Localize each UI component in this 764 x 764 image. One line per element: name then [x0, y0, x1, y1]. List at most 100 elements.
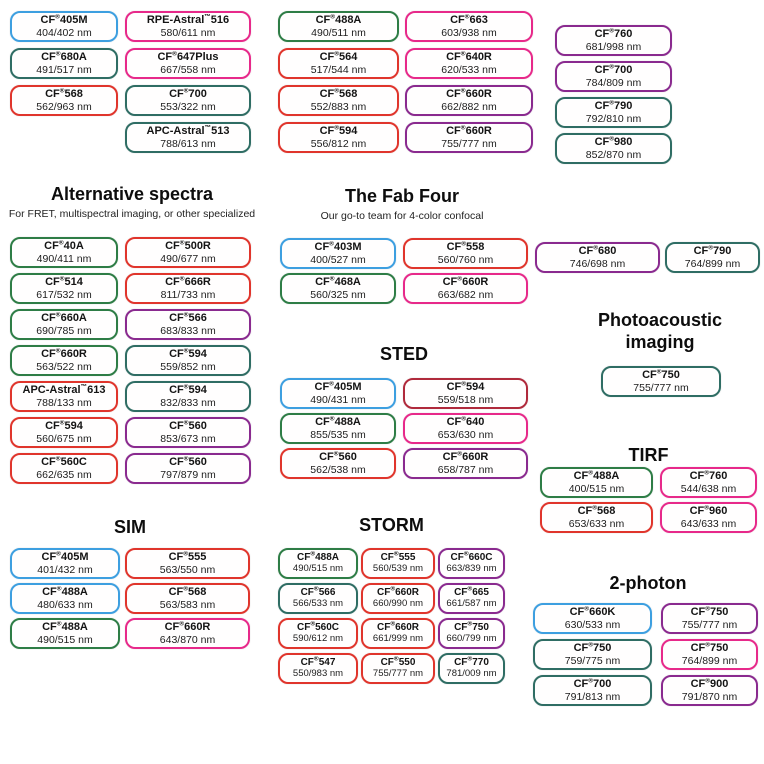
dye-name: CF®560C — [296, 620, 340, 634]
dye-name: CF®760 — [594, 27, 633, 41]
dye-ex-em-range: 811/733 nm — [160, 288, 216, 301]
dye-name: CF®660R — [41, 347, 87, 361]
dye-name: CF®660R — [442, 275, 489, 289]
dye-ex-em-range: 559/852 nm — [160, 360, 216, 373]
dye-ex-em-range: 658/787 nm — [437, 463, 494, 476]
dye-name: CF®560C — [41, 455, 87, 469]
dye-name: CF®660R — [164, 620, 211, 634]
dye-name: CF®488A — [42, 585, 88, 599]
dye-name: CF®488A — [42, 620, 88, 634]
dye-name: CF®760 — [689, 469, 728, 483]
section-title: Photoacoustic imaging — [597, 310, 722, 352]
dye-ex-em-range: 791/813 nm — [564, 690, 621, 703]
dye-name: APC-Astral™513 — [146, 124, 230, 138]
dye-ex-em-range: 690/785 nm — [36, 324, 92, 337]
dye-ex-em-range: 781/009 nm — [446, 667, 497, 679]
dye-name: CF®660R — [442, 450, 489, 464]
dye-ex-em-range: 400/515 nm — [568, 482, 625, 495]
dye-ex-em-range: 563/550 nm — [159, 563, 216, 576]
dye-name: CF®750 — [642, 368, 680, 382]
dye-ex-em-range: 400/527 nm — [310, 253, 366, 266]
dye-name: CF®555 — [380, 550, 416, 564]
dye-ex-em-range: 490/411 nm — [36, 252, 92, 265]
dye-ex-em-range: 681/998 nm — [585, 40, 642, 53]
dye-ex-em-range: 792/810 nm — [585, 112, 642, 125]
dye-name: RPE-Astral™516 — [146, 13, 230, 27]
dye-name: CF®566 — [300, 585, 336, 599]
two-photon-heading: 2-photon — [538, 573, 758, 595]
dye-ex-em-range: 603/938 nm — [441, 26, 497, 39]
dye-ex-em-range: 797/879 nm — [160, 468, 216, 481]
dye-ex-em-range: 490/511 nm — [311, 26, 366, 39]
dye-name: CF®700 — [169, 87, 207, 101]
dye-name: CF®488A — [315, 13, 362, 27]
dye-ex-em-range: 590/612 nm — [292, 632, 344, 644]
dye-ex-em-range: 683/833 nm — [160, 324, 216, 337]
dye-ex-em-range: 832/833 nm — [160, 396, 216, 409]
dye-name: CF®663 — [450, 13, 488, 27]
dye-ex-em-range: 560/539 nm — [372, 562, 424, 574]
section-title: 2-photon — [609, 573, 687, 593]
dye-name: CF®750 — [573, 641, 612, 655]
dye-ex-em-range: 566/533 nm — [292, 597, 344, 609]
dye-name: CF®500R — [165, 239, 211, 253]
dye-name: CF®468A — [315, 275, 361, 289]
dye-ex-em-range: 544/638 nm — [680, 482, 737, 495]
dye-name: CF®660R — [376, 585, 420, 599]
dye-ex-em-range: 661/587 nm — [446, 597, 497, 609]
dye-name: CF®555 — [168, 550, 207, 564]
dye-ex-em-range: 560/325 nm — [310, 288, 366, 301]
dye-name: CF®660A — [41, 311, 87, 325]
dye-ex-em-range: 653/633 nm — [568, 517, 625, 530]
dye-name: CF®564 — [319, 50, 358, 64]
dye-ex-em-range: 853/673 nm — [160, 432, 216, 445]
dye-name: CF®790 — [693, 244, 732, 258]
dye-ex-em-range: 580/611 nm — [160, 26, 216, 39]
dye-name: CF®680A — [41, 50, 87, 64]
dye-name: CF®700 — [573, 677, 612, 691]
dye-ex-em-range: 550/983 nm — [292, 667, 344, 679]
dye-name: CF®560 — [169, 419, 207, 433]
dye-ex-em-range: 643/870 nm — [159, 633, 216, 646]
dye-ex-em-range: 791/870 nm — [681, 690, 738, 703]
